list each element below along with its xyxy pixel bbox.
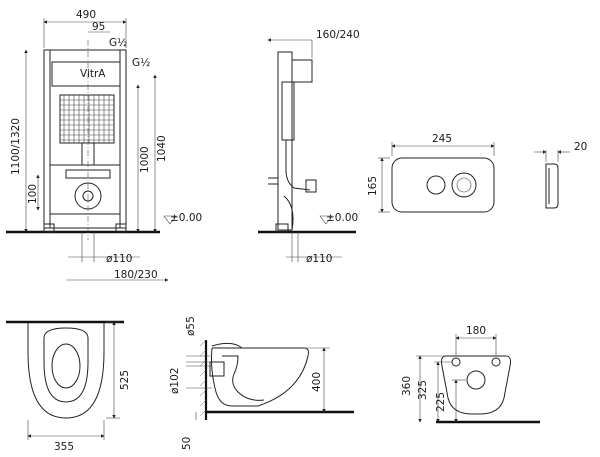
bowl-back-h360-label: 360 [401, 376, 413, 396]
front-view-height-1040-label: 1040 [156, 135, 168, 162]
bowl-top-view: 525 355 [6, 320, 131, 453]
front-view-dimensions: 490 95 G½ G½ 1100/1320 1000 1040 100 ±0.… [10, 9, 202, 282]
bowl-back-h225-label: 225 [435, 392, 447, 412]
bowl-back-spacing-label: 180 [466, 325, 486, 337]
bowl-back-view: 180 360 325 225 [401, 325, 540, 424]
front-view-frame: VitrA [6, 40, 160, 240]
side-view-dimensions: 160/240 ±0.00 ø110 [267, 29, 360, 265]
bowl-top-width-label: 355 [54, 441, 74, 453]
side-view-depth-label: 160/240 [316, 29, 360, 41]
flush-plate-side-thickness-label: 20 [574, 141, 587, 153]
front-view-pipe-label-2: G½ [132, 57, 150, 69]
front-view-width-label: 490 [76, 9, 96, 21]
front-view-height-adj-label: 1100/1320 [10, 118, 22, 175]
bowl-side-outlet-label: ø102 [169, 368, 181, 394]
side-view-level-label: ±0.00 [326, 212, 358, 224]
flush-window-grid [59, 94, 115, 144]
front-view-depth-label: 180/230 [114, 269, 158, 281]
front-view-level-label: ±0.00 [170, 212, 202, 224]
front-view-offset-label: 95 [92, 21, 105, 33]
flush-plate-side: 20 [534, 141, 587, 209]
side-view-frame [258, 51, 356, 234]
flush-plate-height-label: 165 [367, 176, 379, 196]
bowl-side-inlet-label: ø55 [185, 316, 197, 336]
bowl-top-length-label: 525 [119, 370, 131, 390]
front-view-brand-label: VitrA [80, 68, 106, 80]
bowl-back-h325-label: 325 [417, 380, 429, 400]
front-view-pipe-dia-label: ø110 [106, 253, 132, 265]
flush-plate: 245 165 [367, 133, 495, 213]
front-view-height-100-label: 100 [27, 184, 39, 204]
flush-plate-width-label: 245 [432, 133, 452, 145]
side-view-pipe-dia-label: ø110 [306, 253, 332, 265]
bowl-side-view: ø55 ø102 400 50 [169, 316, 354, 450]
front-view-pipe-label-1: G½ [109, 37, 127, 49]
bowl-side-floor-label: 50 [181, 437, 193, 450]
bowl-side-height-label: 400 [311, 372, 323, 392]
front-view-height-1000-label: 1000 [139, 146, 151, 173]
